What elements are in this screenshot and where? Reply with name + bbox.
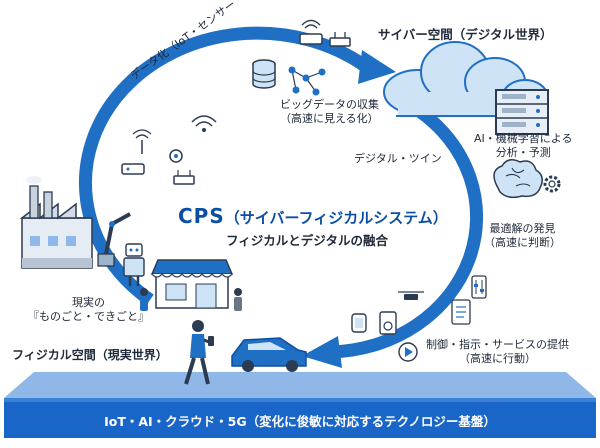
wifi-signal-icon xyxy=(191,115,217,132)
tablet-icon xyxy=(451,299,471,325)
bigdata-label: ビッグデータの収集 （高速に見える化） xyxy=(280,98,379,126)
cycle-arrow-upper xyxy=(78,26,396,306)
reality-label: 現実の 『ものごと・できごと』 xyxy=(28,296,149,324)
shopper-icon xyxy=(140,288,242,311)
factory-icon xyxy=(19,176,93,269)
bigdata-line2: （高速に見える化） xyxy=(280,112,379,125)
control-line2: （高速に行動） xyxy=(459,352,536,365)
hub-icon xyxy=(329,32,351,47)
play-button-icon xyxy=(398,342,418,362)
router-icon xyxy=(299,19,323,45)
cps-title: CPS（サイバーフィジカルシステム） xyxy=(178,204,448,228)
car-icon xyxy=(231,337,307,372)
robot-arm-icon xyxy=(97,212,131,267)
gateway-icon xyxy=(173,170,195,185)
antenna-icon xyxy=(132,129,152,154)
settings-slider-icon xyxy=(471,275,487,299)
cycle-arrow-lower xyxy=(302,104,484,368)
brain-gear-icon xyxy=(493,159,561,199)
cps-subtitle: フィジカルとデジタルの融合 xyxy=(226,233,389,248)
database-icon xyxy=(252,59,276,89)
ai-analysis-label: AI・機械学習による 分析・予測 xyxy=(474,132,572,160)
speaker-icon xyxy=(379,311,397,335)
cps-fullname: （サイバーフィジカルシステム） xyxy=(224,209,448,227)
control-line1: 制御・指示・サービスの提供 xyxy=(426,338,569,351)
control-service-label: 制御・指示・サービスの提供 （高速に行動） xyxy=(426,338,569,366)
digital-twin-label: デジタル・ツイン xyxy=(354,152,442,165)
physical-space-label: フィジカル空間（現実世界） xyxy=(12,348,168,362)
reality-line2: 『ものごと・できごと』 xyxy=(28,310,149,323)
technology-foundation-bar: IoT・AI・クラウド・5G（変化に俊敏に対応するテクノロジー基盤） xyxy=(104,414,496,429)
server-rack-icon xyxy=(495,89,549,135)
sensor-icon xyxy=(121,149,183,175)
reality-line1: 現実の xyxy=(72,296,105,309)
robot-icon xyxy=(123,243,145,286)
cps-abbrev: CPS xyxy=(178,204,225,228)
optimal-line2: （高速に判断） xyxy=(484,236,561,249)
shop-icon xyxy=(150,259,234,309)
optimal-solution-label: 最適解の発見 （高速に判断） xyxy=(484,222,561,250)
person-with-phone-icon xyxy=(184,320,214,385)
bigdata-line1: ビッグデータの収集 xyxy=(280,98,379,111)
platform-base xyxy=(4,372,596,438)
smartwatch-icon xyxy=(351,313,367,333)
drone-icon xyxy=(398,291,424,300)
ai-line1: AI・機械学習による xyxy=(474,132,573,145)
cyber-space-label: サイバー空間（デジタル世界） xyxy=(378,27,553,42)
network-nodes-icon xyxy=(288,66,326,96)
ai-line2: 分析・予測 xyxy=(495,146,551,159)
optimal-line1: 最適解の発見 xyxy=(489,222,556,235)
